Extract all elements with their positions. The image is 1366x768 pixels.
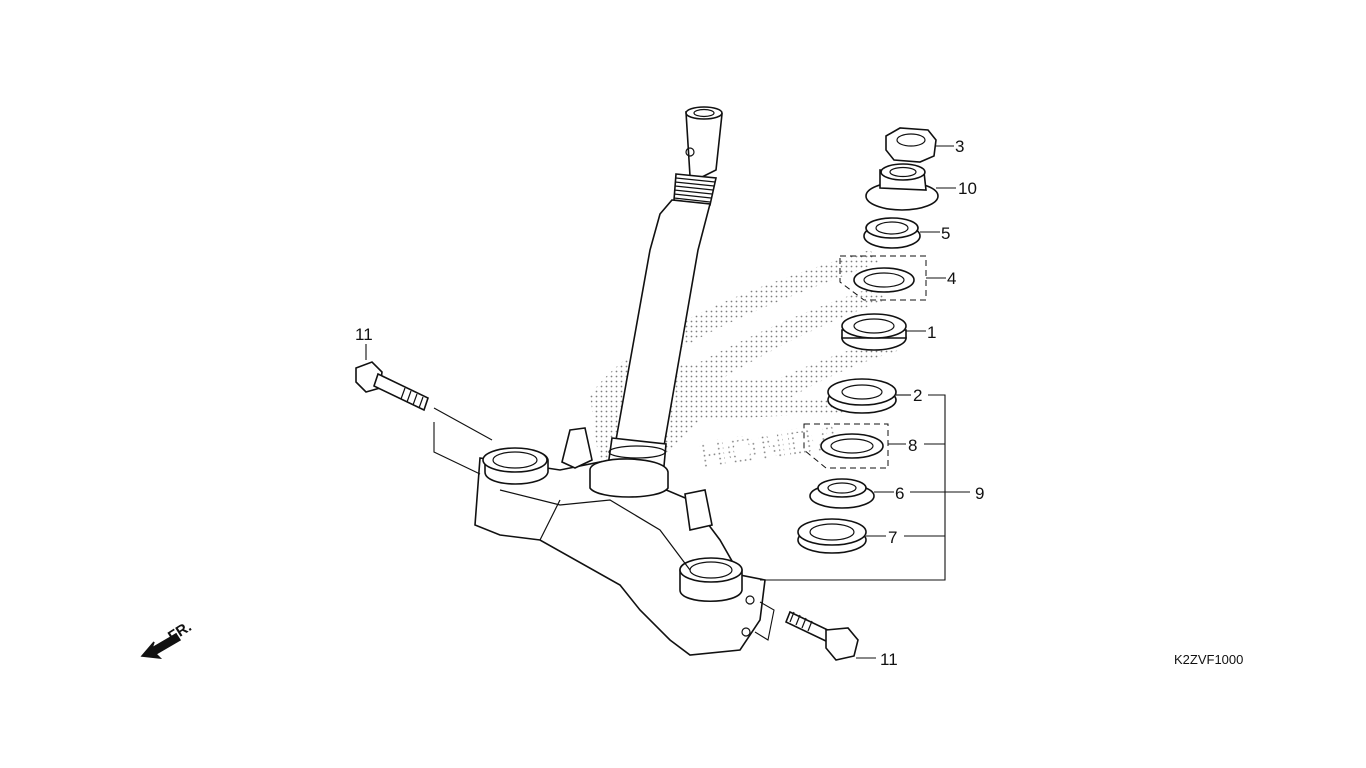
part-6-cone-race [809, 478, 875, 509]
callout-4: 4 [947, 269, 956, 288]
callout-10: 10 [958, 179, 977, 198]
part-4-steel-ball-race [839, 255, 927, 301]
pinch-bolt-right [784, 610, 859, 661]
callout-1: 1 [927, 323, 936, 342]
callout-6: 6 [895, 484, 904, 503]
figure-code: K2ZVF1000 [1174, 652, 1243, 667]
callout-7: 7 [888, 528, 897, 547]
callout-11-left: 11 [355, 325, 373, 344]
callout-3: 3 [955, 137, 964, 156]
leader-lines [365, 145, 970, 659]
lower-bracket [474, 427, 766, 656]
front-direction-arrow: FR. [140, 618, 195, 659]
callout-8: 8 [908, 436, 917, 455]
part-8-steel-ball-race [803, 423, 889, 469]
part-3-lock-nut [885, 127, 937, 163]
part-7-dust-seal [797, 518, 867, 554]
steering-stem [605, 106, 723, 489]
part-10-adjusting-nut [865, 163, 939, 211]
part-2-ball-race [827, 378, 897, 414]
bolt-left-guide [433, 407, 493, 475]
pinch-bolt-left [355, 361, 429, 412]
part-1-cone-race [841, 313, 907, 351]
callout-5: 5 [941, 224, 950, 243]
callout-9: 9 [975, 484, 984, 503]
part-5-upper-race [863, 217, 921, 249]
bolt-right-guide [754, 601, 775, 641]
callout-11-right: 11 [880, 650, 898, 669]
callout-2: 2 [913, 386, 922, 405]
